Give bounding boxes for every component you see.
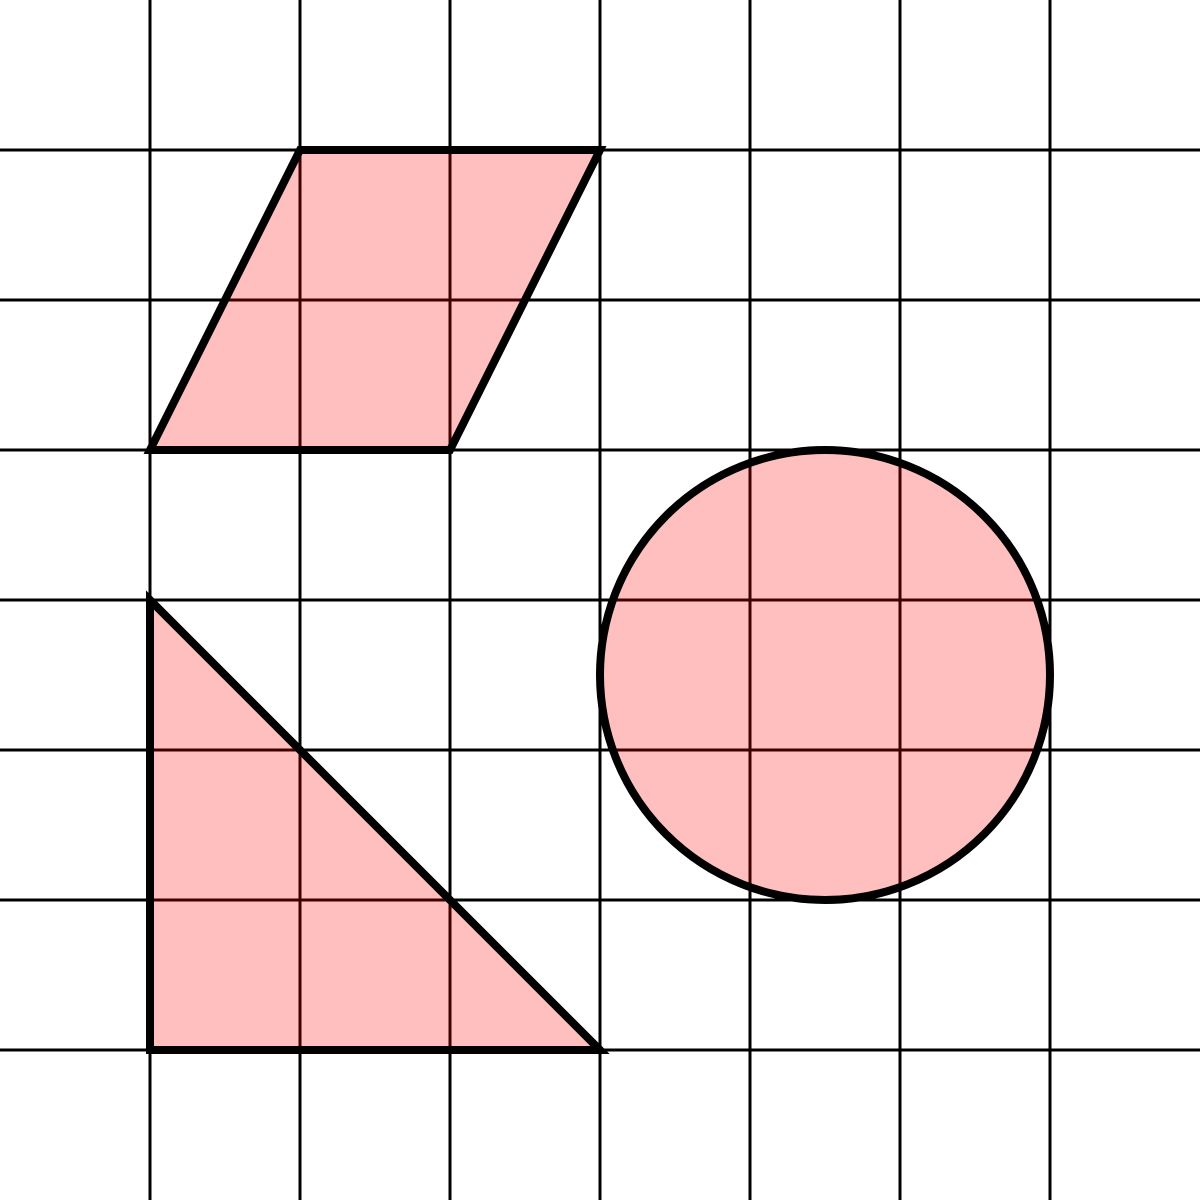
parallelogram-shape (143, 146, 607, 454)
right-triangle-shape (146, 590, 610, 1054)
circle-shape (596, 446, 1054, 904)
shapes (143, 146, 1054, 1054)
